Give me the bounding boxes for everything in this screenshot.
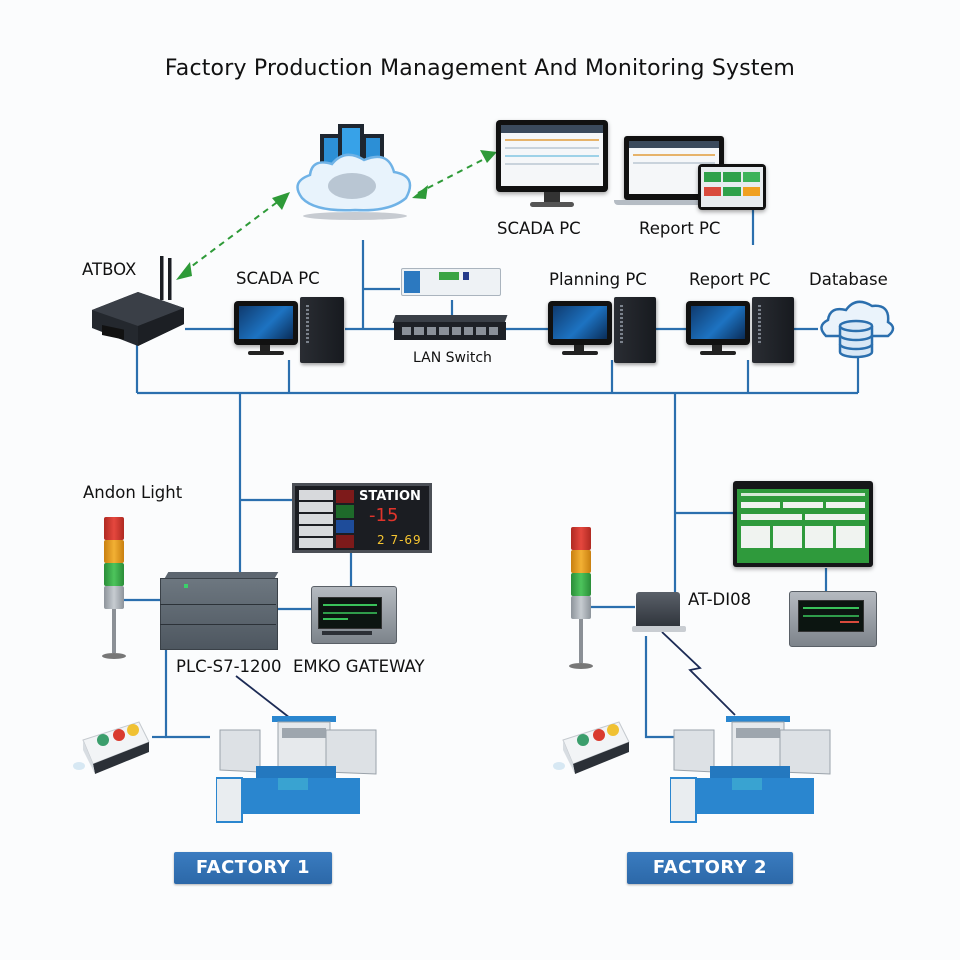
arrowhead-scada xyxy=(480,150,497,163)
andon-light-label: Andon Light xyxy=(83,483,183,502)
bandsaw-machine-factory2[interactable] xyxy=(669,716,834,828)
atbox-cloud-wireless-link xyxy=(183,199,281,273)
emko-gateway-label: EMKO GATEWAY xyxy=(293,657,425,676)
report-pc-desktop[interactable] xyxy=(686,297,798,363)
top-scada-monitor[interactable] xyxy=(496,120,608,212)
database-cloud-icon[interactable] xyxy=(816,296,896,360)
lan-switch-label: LAN Switch xyxy=(413,350,492,366)
factory2-badge: FACTORY 2 xyxy=(627,852,793,884)
at-di08-label: AT-DI08 xyxy=(688,590,752,609)
plc-label: PLC-S7-1200 xyxy=(176,657,282,676)
top-report-devices[interactable] xyxy=(614,136,770,212)
router-icon[interactable] xyxy=(88,256,188,350)
diagram-title: Factory Production Management And Monito… xyxy=(164,56,796,81)
planning-pc-desktop[interactable] xyxy=(548,297,660,363)
cloud-scada-wireless-link xyxy=(417,155,491,194)
station-display-board[interactable]: STATION -15 2 7-69 xyxy=(292,483,432,553)
arrowhead-atbox xyxy=(176,262,192,280)
top-report-label: Report PC xyxy=(639,219,721,238)
gateway-module-icon[interactable] xyxy=(401,268,501,296)
hmi-green-dashboard[interactable] xyxy=(733,481,873,567)
cloud-server-icon[interactable] xyxy=(290,120,420,220)
top-scada-label: SCADA PC xyxy=(497,219,581,238)
switch-icon[interactable] xyxy=(392,315,508,341)
scada-pc-label: SCADA PC xyxy=(236,269,320,288)
planning-pc-label: Planning PC xyxy=(549,270,647,289)
display-station-header: STATION xyxy=(359,489,421,504)
emko-gateway-icon[interactable] xyxy=(311,586,397,644)
scada-pc-desktop[interactable] xyxy=(232,297,348,363)
push-button-box-factory2[interactable] xyxy=(553,718,633,778)
module-machine-wireless xyxy=(661,631,736,716)
plc-machine-wire xyxy=(235,675,291,719)
display-station-value: -15 xyxy=(369,505,399,526)
plc-s7-1200-icon[interactable] xyxy=(160,572,279,650)
gateway-device-factory2[interactable] xyxy=(789,591,877,647)
factory1-badge: FACTORY 1 xyxy=(174,852,332,884)
at-di08-module-icon[interactable] xyxy=(632,592,686,636)
atbox-label: ATBOX xyxy=(82,260,137,279)
database-label: Database xyxy=(809,270,888,289)
andon-light-factory1[interactable] xyxy=(102,517,126,659)
bandsaw-machine-factory1[interactable] xyxy=(215,716,380,828)
push-button-box-factory1[interactable] xyxy=(73,718,153,778)
andon-light-factory2[interactable] xyxy=(569,527,593,669)
report-pc-label: Report PC xyxy=(689,270,771,289)
arrowhead-cloud-left xyxy=(272,192,290,210)
display-station-bottom: 2 7-69 xyxy=(377,533,422,547)
arrowhead-cloud-right xyxy=(412,185,428,199)
